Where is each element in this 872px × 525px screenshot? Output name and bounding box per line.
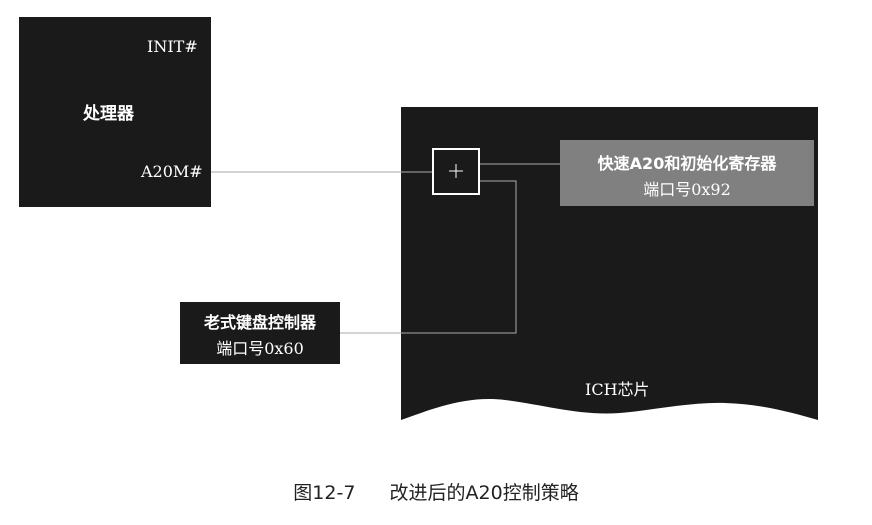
fast-a20-register-title: 快速A20和初始化寄存器 [597, 154, 777, 173]
processor-label: 处理器 [83, 104, 134, 124]
figure-caption: 图12-7 改进后的A20控制策略 [0, 478, 872, 505]
ich-chip-label: ICH芯片 [585, 380, 650, 399]
fast-a20-register-port: 端口号0x92 [643, 180, 731, 199]
keyboard-controller-title: 老式键盘控制器 [203, 313, 316, 332]
fast-a20-register-box [560, 140, 814, 206]
figure-title: 改进后的A20控制策略 [389, 482, 579, 504]
figure-number: 图12-7 [293, 482, 356, 504]
a20m-pin-label: A20M# [141, 162, 203, 181]
processor-block [19, 17, 211, 207]
keyboard-controller-port: 端口号0x60 [216, 339, 304, 358]
keyboard-connection-line [340, 180, 517, 334]
fast-a20-register: 快速A20和初始化寄存器 端口号0x92 [560, 140, 814, 206]
keyboard-controller-box [180, 302, 340, 364]
init-pin-label: INIT# [147, 37, 198, 56]
